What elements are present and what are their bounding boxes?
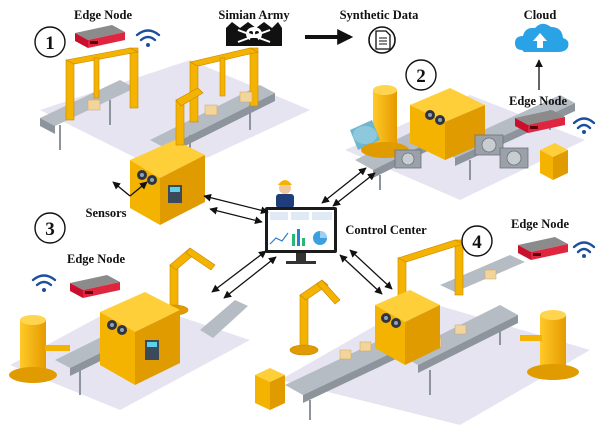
robot-arm-icon (289, 279, 341, 356)
wifi-icon (135, 29, 161, 47)
connection-arrows (112, 59, 543, 299)
server-icon (515, 110, 565, 133)
skull-banner-icon (226, 22, 282, 46)
monitor-icon (265, 207, 337, 264)
document-icon (368, 26, 396, 54)
cloud-label: Cloud (524, 8, 557, 22)
edge-node-1 (75, 25, 161, 48)
robot-arm-icon (350, 85, 409, 158)
edge-node-label-4: Edge Node (511, 217, 569, 231)
robot-arm-icon (9, 315, 70, 383)
station-3 (9, 247, 248, 395)
sensor-machine (375, 290, 440, 365)
server-icon (70, 275, 120, 298)
station-1 (40, 47, 275, 225)
sensor-camera-icon (425, 110, 445, 125)
station-number-2: 2 (405, 59, 437, 91)
simian-army-label: Simian Army (218, 8, 290, 22)
conveyor-icon (285, 255, 525, 420)
edge-node-label-3: Edge Node (67, 252, 125, 266)
sensor-camera-icon (137, 170, 157, 185)
station-number-1: 1 (34, 26, 66, 58)
sensor-camera-icon (107, 320, 127, 335)
edge-node-label-1: Edge Node (74, 8, 132, 22)
station-number-4: 4 (461, 225, 493, 257)
sensors-label: Sensors (86, 206, 127, 220)
station-4 (255, 239, 579, 420)
wifi-icon (572, 117, 596, 134)
server-icon (75, 25, 125, 48)
cloud-upload-icon (515, 23, 569, 52)
sensor-machine (100, 292, 180, 385)
station-number-label: 3 (45, 219, 55, 240)
control-center (265, 180, 337, 264)
robot-arm-icon (520, 310, 579, 380)
simian-army-flow (226, 22, 396, 54)
server-icon (518, 237, 568, 260)
wifi-icon (572, 241, 596, 258)
edge-node-4 (518, 237, 596, 260)
worker-icon (276, 180, 294, 208)
sensor-machine (130, 140, 205, 225)
station-number-label: 2 (416, 66, 426, 87)
station-number-label: 4 (472, 232, 482, 253)
control-center-label: Control Center (345, 223, 427, 237)
edge-node-2 (515, 110, 596, 134)
station-2 (350, 85, 575, 190)
edge-node-label-2: Edge Node (509, 94, 567, 108)
station-number-3: 3 (34, 212, 66, 244)
robot-arm-icon (175, 87, 204, 146)
synthetic-data-label: Synthetic Data (340, 8, 420, 22)
edge-node-3 (31, 274, 120, 298)
sensor-camera-icon (381, 313, 401, 328)
wifi-icon (31, 274, 57, 292)
station-number-label: 1 (45, 33, 55, 54)
